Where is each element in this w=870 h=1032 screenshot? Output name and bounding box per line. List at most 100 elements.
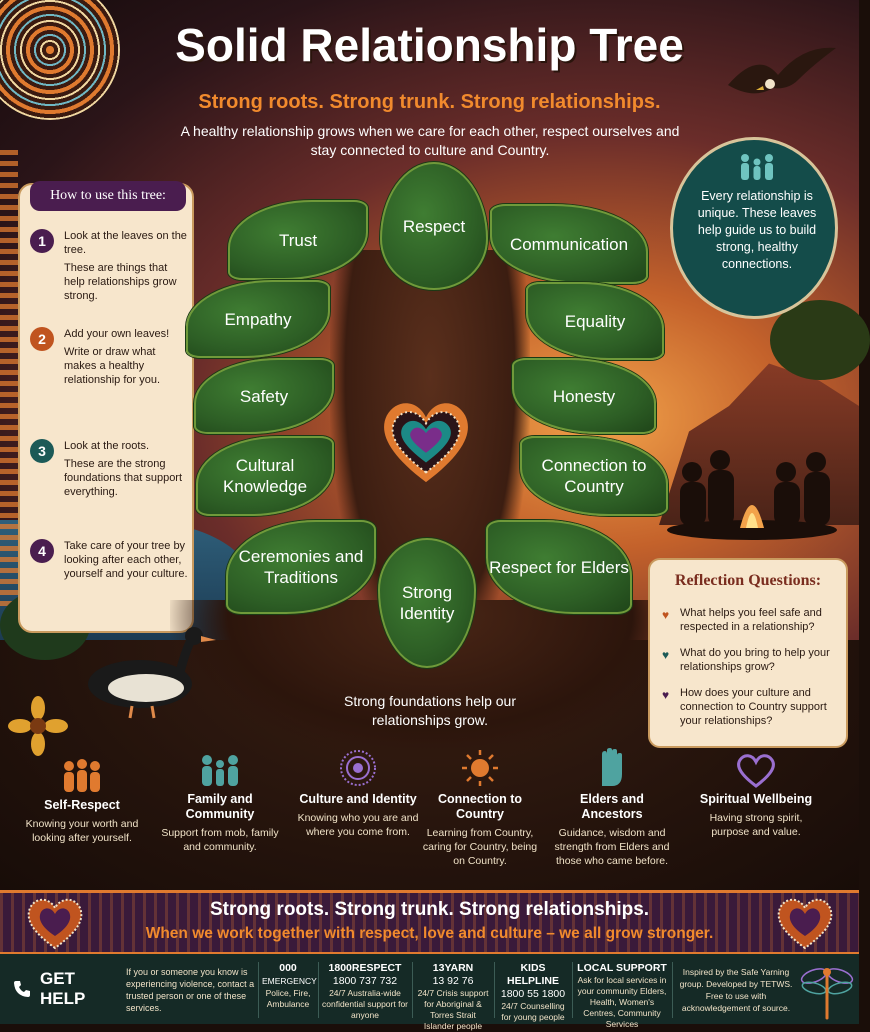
heart-icon: ♥ — [662, 688, 670, 702]
contact-13yarn[interactable]: 13YARN 13 92 76 24/7 Crisis support for … — [416, 962, 490, 1032]
eagle-icon — [728, 47, 836, 94]
how-to-step: 4 Take care of your tree by looking afte… — [30, 539, 190, 581]
root-connection-to-country: Connection to Country Learning from Coun… — [416, 748, 544, 868]
how-to-step: 2 Add your own leaves! Write or draw wha… — [30, 327, 190, 387]
divider — [572, 962, 573, 1018]
question-text: What do you bring to help your relations… — [680, 647, 830, 673]
heart-icon: ♥ — [662, 608, 670, 622]
family-icon — [741, 154, 773, 180]
step-line: Add your own leaves! — [64, 328, 170, 340]
root-desc: Support from mob, family and community. — [161, 827, 279, 853]
how-to-title: How to use this tree: — [30, 181, 186, 211]
contact-kids-helpline[interactable]: KIDS HELPLINE 1800 55 1800 24/7 Counsell… — [498, 962, 568, 1023]
step-line: These are the strong foundations that su… — [64, 458, 183, 498]
step-line: Take care of your tree by looking after … — [64, 540, 188, 580]
root-desc: Knowing your worth and looking after you… — [25, 818, 139, 844]
leaf-respect[interactable]: Respect — [380, 162, 488, 290]
root-spiritual-wellbeing: Spiritual Wellbeing Having strong spirit… — [692, 748, 820, 839]
divider — [672, 962, 673, 1018]
page-title: Solid Relationship Tree — [175, 19, 684, 71]
hand-icon — [602, 748, 622, 786]
divider — [412, 962, 413, 1018]
heart-icon: ♥ — [662, 648, 670, 662]
leaf-strong-identity[interactable]: Strong Identity — [378, 538, 476, 668]
footer: GET HELP If you or someone you know is e… — [0, 952, 859, 1031]
contact-emergency[interactable]: 000 EMERGENCY Police, Fire, Ambulance — [262, 962, 317, 1010]
sun-icon — [462, 750, 498, 786]
step-number: 3 — [30, 439, 54, 463]
root-elders-and-ancestors: Elders and Ancestors Guidance, wisdom an… — [548, 748, 676, 868]
reflection-question: ♥ How does your culture and connection t… — [662, 686, 842, 728]
step-line: Write or draw what makes a healthy relat… — [64, 346, 160, 386]
dragonfly-icon — [800, 968, 854, 1020]
step-number: 4 — [30, 539, 54, 563]
root-desc: Having strong spirit, purpose and value. — [709, 812, 803, 838]
root-self-respect: Self-Respect Knowing your worth and look… — [18, 754, 146, 845]
banner-dot-pattern — [0, 893, 859, 955]
contact-name: 000 — [279, 962, 297, 974]
reflection-panel: Reflection Questions: ♥ What helps you f… — [648, 558, 848, 748]
banner-line2: When we work together with respect, love… — [145, 925, 714, 942]
question-text: What helps you feel safe and respected i… — [680, 607, 822, 633]
contact-number: 13 92 76 — [432, 975, 474, 987]
leaf-cultural-knowledge[interactable]: Cultural Knowledge — [196, 436, 334, 516]
bush — [770, 300, 870, 380]
divider — [494, 962, 495, 1018]
contact-desc: 24/7 Australia-wide confidential support… — [322, 988, 408, 1020]
reflection-question: ♥ What helps you feel safe and respected… — [662, 606, 842, 634]
magpie-goose-icon — [88, 627, 216, 719]
how-to-panel: How to use this tree: 1 Look at the leav… — [18, 181, 194, 633]
root-desc: Guidance, wisdom and strength from Elder… — [554, 827, 670, 867]
dot-art-border — [0, 150, 18, 610]
info-bubble: Every relationship is unique. These leav… — [670, 137, 838, 319]
contact-desc: 24/7 Counselling for young people — [501, 1001, 565, 1022]
contact-number: 1800 737 732 — [332, 975, 398, 987]
concentric-circles-icon — [340, 750, 376, 786]
how-to-step: 1 Look at the leaves on the tree. These … — [30, 229, 190, 303]
contact-local-support[interactable]: LOCAL SUPPORT Ask for local services in … — [576, 962, 668, 1030]
step-line: Look at the roots. — [64, 440, 149, 452]
root-title: Culture and Identity — [299, 792, 417, 806]
contact-name: 1800RESPECT — [328, 962, 402, 974]
family-icon — [202, 755, 238, 786]
how-to-step: 3 Look at the roots. These are the stron… — [30, 439, 190, 499]
step-line: Look at the leaves on the tree. — [64, 230, 187, 256]
leaf-trust[interactable]: Trust — [228, 200, 368, 280]
reflection-question: ♥ What do you bring to help your relatio… — [662, 646, 842, 674]
get-help-label: GET HELP — [40, 969, 86, 1008]
contact-desc: Ask for local services in your community… — [577, 975, 667, 1029]
intro-text: A healthy relationship grows when we car… — [180, 123, 680, 158]
contact-number: EMERGENCY — [262, 976, 317, 986]
contact-number: 1800 55 1800 — [500, 988, 566, 1000]
page-subtitle: Strong roots. Strong trunk. Strong relat… — [198, 91, 661, 113]
get-help-note: If you or someone you know is experienci… — [126, 967, 255, 1013]
root-title: Spiritual Wellbeing — [699, 792, 813, 806]
people-icon — [64, 759, 100, 792]
root-desc: Knowing who you are and where you come f… — [297, 812, 419, 838]
bubble-text: Every relationship is unique. These leav… — [697, 189, 817, 271]
bottom-banner: Strong roots. Strong trunk. Strong relat… — [0, 890, 859, 955]
step-number: 1 — [30, 229, 54, 253]
contact-name: KIDS HELPLINE — [507, 962, 559, 987]
root-title: Elders and Ancestors — [580, 792, 644, 821]
flower-icon — [8, 696, 68, 756]
divider — [318, 962, 319, 1018]
dot-art-heart-icon — [384, 403, 468, 483]
contact-name: LOCAL SUPPORT — [577, 962, 667, 974]
step-number: 2 — [30, 327, 54, 351]
roots-row: Self-Respect Knowing your worth and look… — [0, 748, 859, 888]
root-title: Connection to Country — [437, 792, 522, 821]
phone-icon — [14, 981, 30, 997]
banner-line1: Strong roots. Strong trunk. Strong relat… — [209, 899, 650, 920]
dot-art-heart-icon — [777, 898, 833, 950]
dot-art-heart-icon — [27, 898, 83, 950]
contact-desc: 24/7 Crisis support for Aboriginal & Tor… — [417, 988, 489, 1031]
divider — [258, 962, 259, 1018]
foundations-text: Strong foundations help our relationship… — [343, 693, 516, 728]
get-help-button[interactable]: GET HELP — [12, 969, 122, 1008]
root-title: Family and Community — [185, 792, 255, 821]
contact-desc: Police, Fire, Ambulance — [265, 988, 311, 1009]
question-text: How does your culture and connection to … — [680, 687, 827, 727]
contact-1800respect[interactable]: 1800RESPECT 1800 737 732 24/7 Australia-… — [322, 962, 408, 1021]
root-culture-and-identity: Culture and Identity Knowing who you are… — [294, 748, 422, 839]
